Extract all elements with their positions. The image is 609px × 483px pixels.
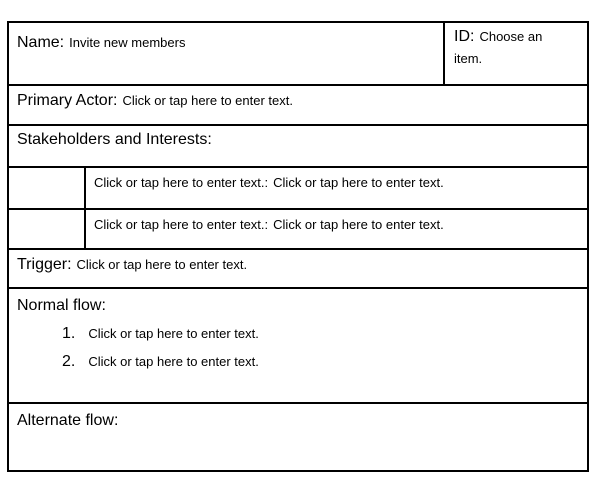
normal-flow-row: Normal flow: 1. Click or tap here to ente… bbox=[9, 289, 587, 404]
primary-actor-cell: Primary Actor: Click or tap here to enter… bbox=[9, 86, 587, 124]
use-case-table: Name: Invite new members ID:Choose an ite… bbox=[7, 21, 589, 472]
list-number: 2. bbox=[62, 353, 76, 370]
trigger-row: Trigger: Click or tap here to enter text. bbox=[9, 250, 587, 289]
normal-flow-step-placeholder[interactable]: Click or tap here to enter text. bbox=[88, 326, 259, 341]
stakeholder-empty-cell[interactable] bbox=[9, 210, 86, 248]
stakeholder-separator: : bbox=[264, 217, 269, 232]
id-cell: ID:Choose an item. bbox=[443, 23, 587, 84]
primary-actor-placeholder[interactable]: Click or tap here to enter text. bbox=[122, 93, 293, 108]
stakeholders-header-cell: Stakeholders and Interests: bbox=[9, 126, 587, 166]
list-number: 1. bbox=[62, 325, 76, 342]
stakeholder-separator: : bbox=[264, 175, 269, 190]
stakeholders-header-row: Stakeholders and Interests: bbox=[9, 126, 587, 168]
stakeholder-interest-placeholder[interactable]: Click or tap here to enter text. bbox=[273, 175, 444, 190]
stakeholder-row: Click or tap here to enter text.:Click o… bbox=[9, 210, 587, 250]
stakeholder-empty-cell[interactable] bbox=[9, 168, 86, 208]
name-id-row: Name: Invite new members ID:Choose an ite… bbox=[9, 23, 587, 86]
alternate-flow-row: Alternate flow: bbox=[9, 404, 587, 470]
trigger-label: Trigger: bbox=[17, 256, 72, 273]
id-dropdown-placeholder[interactable]: Choose an item. bbox=[454, 29, 543, 66]
stakeholders-header-label: Stakeholders and Interests: bbox=[17, 131, 212, 148]
stakeholder-name-placeholder[interactable]: Click or tap here to enter text. bbox=[94, 217, 265, 232]
stakeholder-row: Click or tap here to enter text.:Click o… bbox=[9, 168, 587, 210]
normal-flow-label: Normal flow: bbox=[17, 297, 106, 314]
trigger-cell: Trigger: Click or tap here to enter text. bbox=[9, 250, 587, 287]
stakeholder-name-placeholder[interactable]: Click or tap here to enter text. bbox=[94, 175, 265, 190]
primary-actor-label: Primary Actor: bbox=[17, 92, 118, 109]
stakeholder-text-cell: Click or tap here to enter text.:Click o… bbox=[86, 210, 587, 248]
id-label: ID: bbox=[454, 28, 475, 45]
trigger-placeholder[interactable]: Click or tap here to enter text. bbox=[76, 257, 248, 272]
name-cell: Name: Invite new members bbox=[9, 23, 443, 84]
normal-flow-item: 2. Click or tap here to enter text. bbox=[62, 352, 579, 371]
name-label: Name: bbox=[17, 34, 65, 51]
normal-flow-item: 1. Click or tap here to enter text. bbox=[62, 324, 579, 343]
name-value[interactable]: Invite new members bbox=[69, 35, 186, 50]
alternate-flow-label: Alternate flow: bbox=[17, 412, 119, 429]
primary-actor-row: Primary Actor: Click or tap here to enter… bbox=[9, 86, 587, 126]
stakeholder-text-cell: Click or tap here to enter text.:Click o… bbox=[86, 168, 587, 208]
stakeholder-interest-placeholder[interactable]: Click or tap here to enter text. bbox=[273, 217, 444, 232]
normal-flow-step-placeholder[interactable]: Click or tap here to enter text. bbox=[88, 354, 259, 369]
